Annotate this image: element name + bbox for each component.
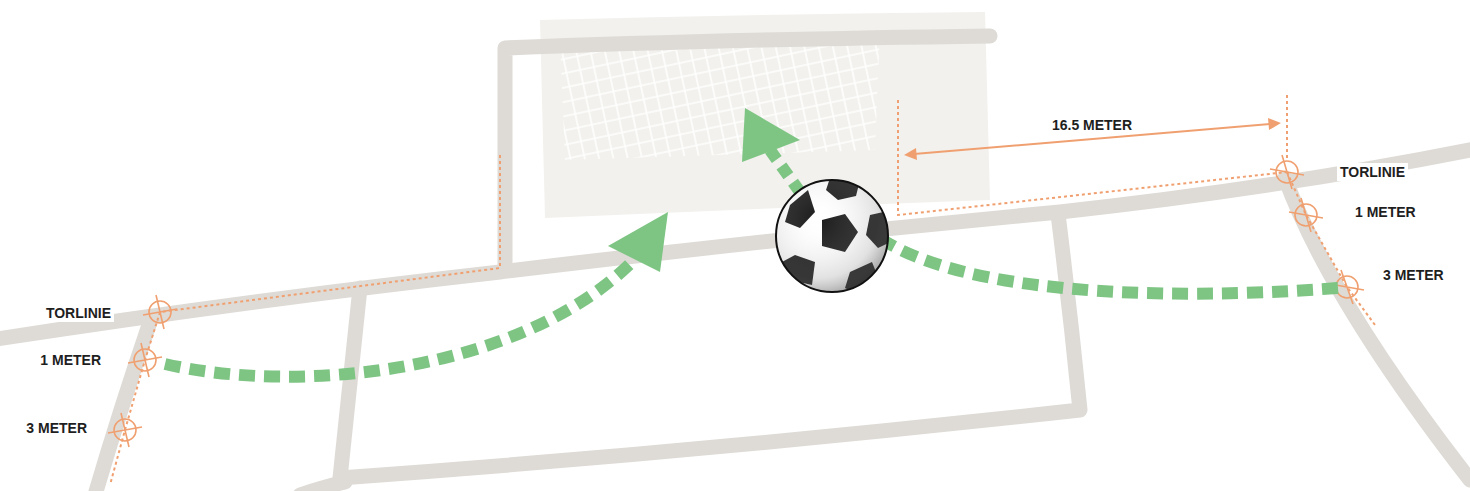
position-markers-part <box>143 295 177 329</box>
dimension-label: TORLINIE <box>1337 163 1408 181</box>
dimension-label: 3 METER <box>23 419 90 437</box>
soccer-ball-part <box>776 180 888 292</box>
position-markers <box>108 155 1364 447</box>
dimension-arrow-part <box>904 148 917 160</box>
field-lines-part <box>340 214 1080 478</box>
dimension-label: TORLINIE <box>43 304 114 322</box>
shot-paths-part <box>165 262 632 377</box>
shot-paths <box>165 108 1338 377</box>
reference-lines-part <box>898 100 1287 215</box>
position-markers-part <box>1270 155 1304 189</box>
position-markers-part-part <box>108 413 142 447</box>
shot-paths-part <box>742 108 800 162</box>
dimension-label: 3 METER <box>1380 266 1447 284</box>
reference-lines-part <box>160 155 500 312</box>
dimension-label: 1 METER <box>37 351 104 369</box>
dimension-arrow-part <box>1268 118 1281 130</box>
position-markers-part-part <box>128 343 162 377</box>
position-markers-part <box>1289 198 1323 232</box>
dimension-label: 1 METER <box>1352 203 1419 221</box>
field-lines-part <box>505 36 990 268</box>
field-lines <box>0 36 1470 491</box>
field-lines-part <box>1285 178 1470 480</box>
shot-paths-part <box>608 212 668 272</box>
reference-lines-part <box>1286 95 1288 160</box>
soccer-ball-part <box>776 180 888 292</box>
soccer-ball-part <box>776 180 888 292</box>
reference-lines-part <box>110 312 160 485</box>
position-markers-part <box>108 413 142 447</box>
soccer-ball <box>776 178 895 296</box>
position-markers-part-part <box>143 295 177 329</box>
reference-lines-part <box>1287 172 1375 325</box>
dimension-label: 16.5 METER <box>1049 116 1135 134</box>
field-lines-part <box>300 482 345 491</box>
position-markers-part-part <box>1289 198 1323 232</box>
shot-paths-part <box>770 150 800 192</box>
position-markers-part-part <box>1270 155 1304 189</box>
position-markers-part <box>128 343 162 377</box>
shot-paths-part <box>880 238 1338 294</box>
reference-lines <box>110 95 1375 485</box>
